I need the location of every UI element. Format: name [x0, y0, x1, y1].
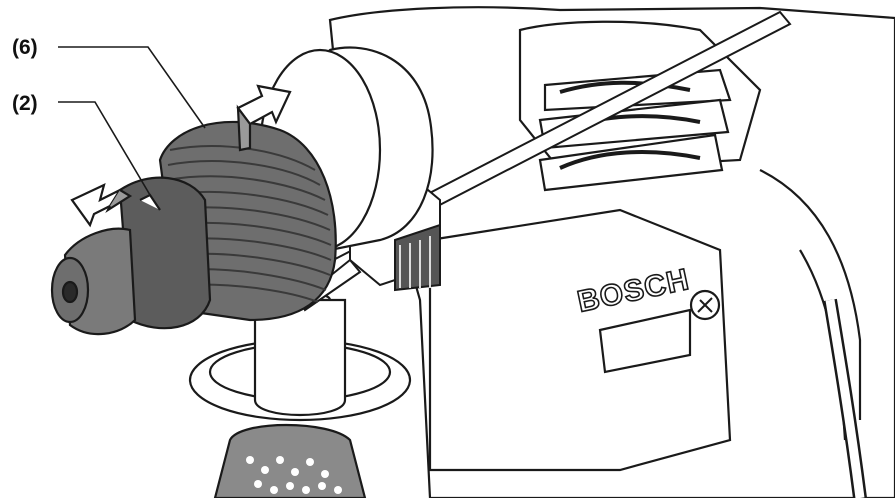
callout-label-6: (6) [12, 36, 38, 59]
direction-arrow-forward [70, 183, 133, 228]
direction-arrow-back [236, 84, 292, 152]
leader-lines [58, 46, 206, 196]
drill-housing [328, 6, 895, 498]
callout-label-2: (2) [12, 92, 38, 115]
side-handle [188, 291, 412, 498]
